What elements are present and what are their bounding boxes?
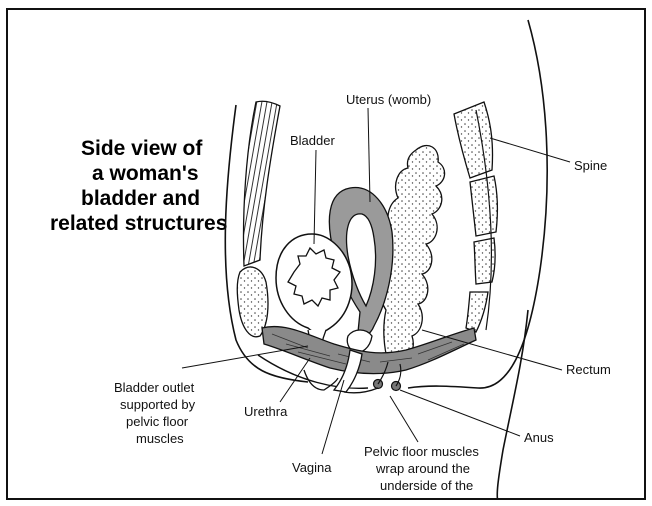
vertebra-1 xyxy=(454,102,493,178)
bladder-leader xyxy=(314,150,316,244)
outlet-label-line-3: pelvic floor xyxy=(126,414,189,429)
buttock-outline xyxy=(497,310,528,500)
outlet-label-line-4: muscles xyxy=(136,431,184,446)
urethra-label: Urethra xyxy=(244,404,288,419)
spine-label: Spine xyxy=(574,158,607,173)
urethra-leader xyxy=(280,358,310,402)
diagram-frame: Side view of a woman's bladder and relat… xyxy=(6,8,646,500)
anus-leader xyxy=(400,390,520,436)
anatomy-diagram: Side view of a woman's bladder and relat… xyxy=(8,10,646,500)
vertebra-2 xyxy=(470,176,497,236)
vagina-label: Vagina xyxy=(292,460,332,475)
vertebra-4 xyxy=(466,292,488,332)
outlet-label-line-1: Bladder outlet xyxy=(114,380,195,395)
rectum-label: Rectum xyxy=(566,362,611,377)
abdominal-muscle xyxy=(244,101,281,266)
anus-label: Anus xyxy=(524,430,554,445)
title-line-2: a woman's xyxy=(92,162,199,185)
pelvic-label-line-1: Pelvic floor muscles xyxy=(364,444,479,459)
title-line-4: related structures xyxy=(50,212,227,235)
pelvic-label-line-2: wrap around the xyxy=(375,461,470,476)
vertebra-3 xyxy=(474,238,495,284)
vagina-leader xyxy=(322,380,344,454)
pelvic-leader xyxy=(390,396,418,442)
title-line-3: bladder and xyxy=(81,187,200,210)
pubic-bone xyxy=(237,267,268,337)
outlet-leader xyxy=(182,346,308,368)
title-line-1: Side view of xyxy=(81,137,203,160)
pelvic-label-line-3: underside of the xyxy=(380,478,473,493)
outlet-label-line-2: supported by xyxy=(120,397,196,412)
uterus-label: Uterus (womb) xyxy=(346,92,431,107)
spine-leader xyxy=(490,138,570,162)
bladder-label: Bladder xyxy=(290,133,335,148)
uterus-leader xyxy=(368,108,370,202)
